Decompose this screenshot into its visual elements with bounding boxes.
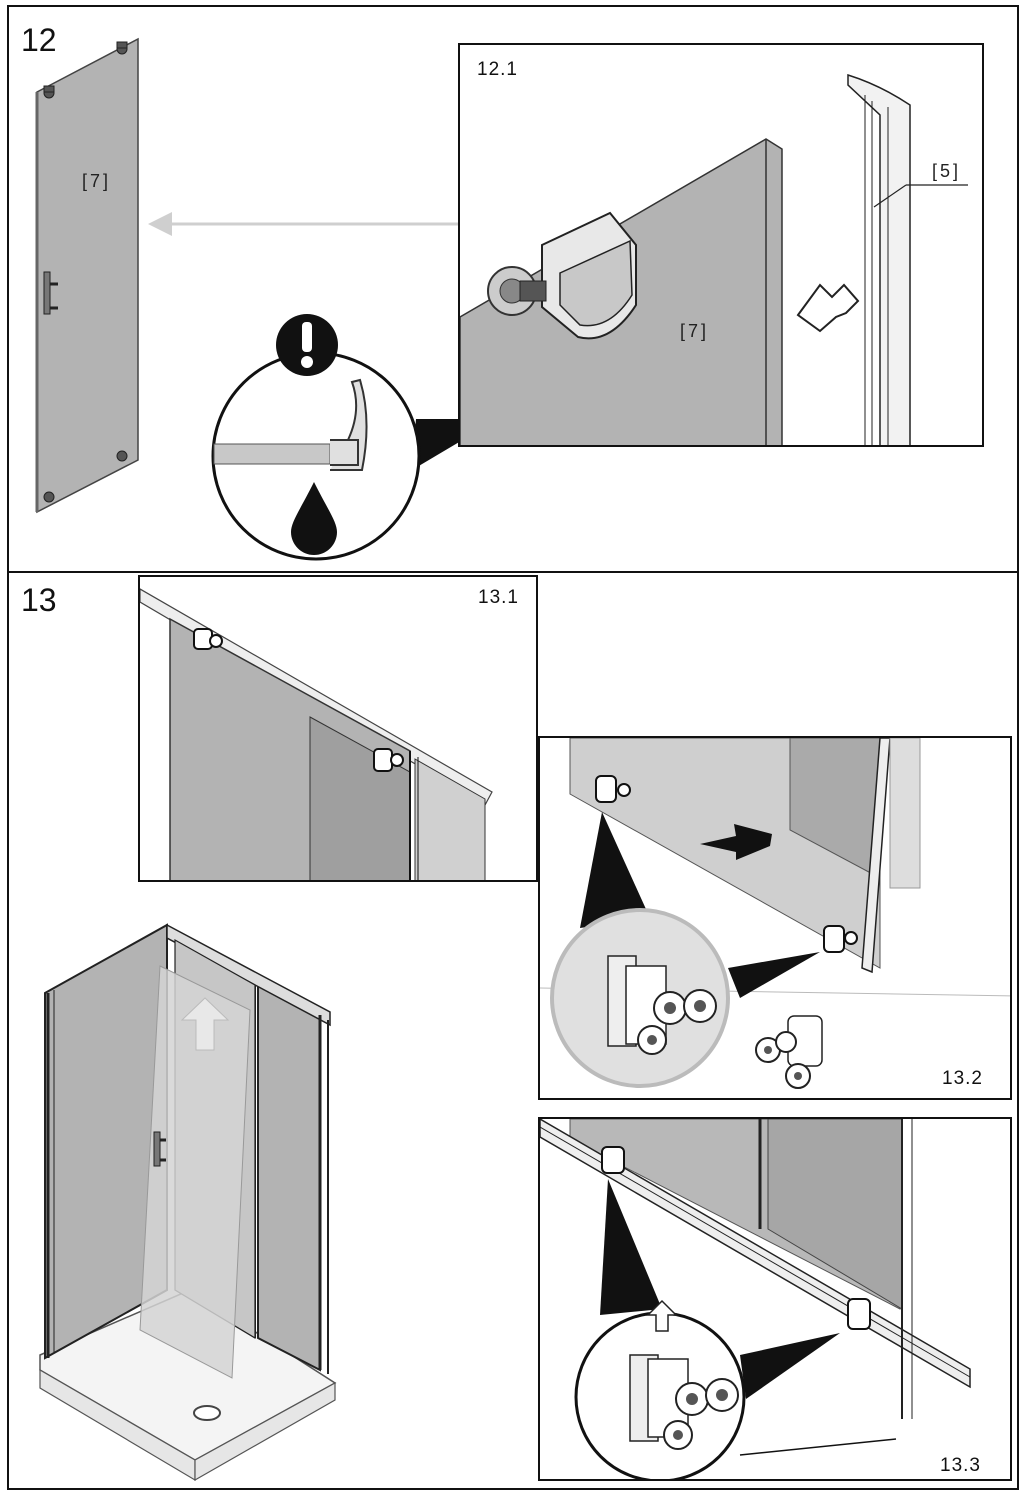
profile-5	[847, 73, 911, 445]
roller-detail-13-3	[629, 1354, 739, 1450]
step-number-12: 12	[21, 22, 57, 58]
door-handle	[43, 271, 58, 315]
loose-roller	[755, 1015, 823, 1089]
inset-label-13-3: 13.3	[940, 1455, 981, 1476]
inset-label-12-1: 12.1	[477, 59, 518, 80]
top-roller-right-13-3	[847, 1298, 871, 1330]
page-frame	[7, 5, 1019, 1490]
door-roller-bottom-right	[116, 450, 128, 462]
up-arrow	[646, 1299, 678, 1332]
part-label-inset-door: [7]	[680, 321, 710, 341]
section-divider	[7, 571, 1019, 573]
roller-bracket	[487, 211, 637, 340]
inset-label-13-2: 13.2	[942, 1068, 983, 1089]
pointer-arrowhead	[148, 212, 172, 236]
inset-13-3: 13.3	[538, 1117, 1012, 1481]
push-arrow	[700, 824, 772, 860]
door-roller-bottom-left	[43, 491, 55, 503]
inset-13-2: 13.2	[538, 736, 1012, 1100]
water-drop-icon	[291, 482, 337, 555]
part-label-profile: [5]	[932, 161, 962, 181]
seal-profile	[330, 378, 368, 471]
part-label-door: [7]	[82, 171, 112, 191]
top-roller-left-13-3	[601, 1146, 625, 1174]
warning-icon	[276, 314, 338, 376]
top-roller-left	[193, 628, 223, 650]
inset-13-1: 13.1	[138, 575, 538, 882]
roller-detail-13-2	[607, 955, 717, 1055]
slide-arrow	[796, 283, 860, 333]
inset-12-1: 12.1 [7] [5]	[458, 43, 984, 447]
door-roller-top-right	[116, 41, 128, 55]
door-panel	[36, 37, 139, 514]
inset-label-13-1: 13.1	[478, 587, 519, 608]
bottom-roller-left	[595, 775, 631, 803]
step-number-13: 13	[21, 582, 57, 618]
bottom-roller-right	[823, 925, 858, 953]
top-roller-right	[373, 748, 404, 772]
door-roller-top-left	[43, 85, 55, 99]
